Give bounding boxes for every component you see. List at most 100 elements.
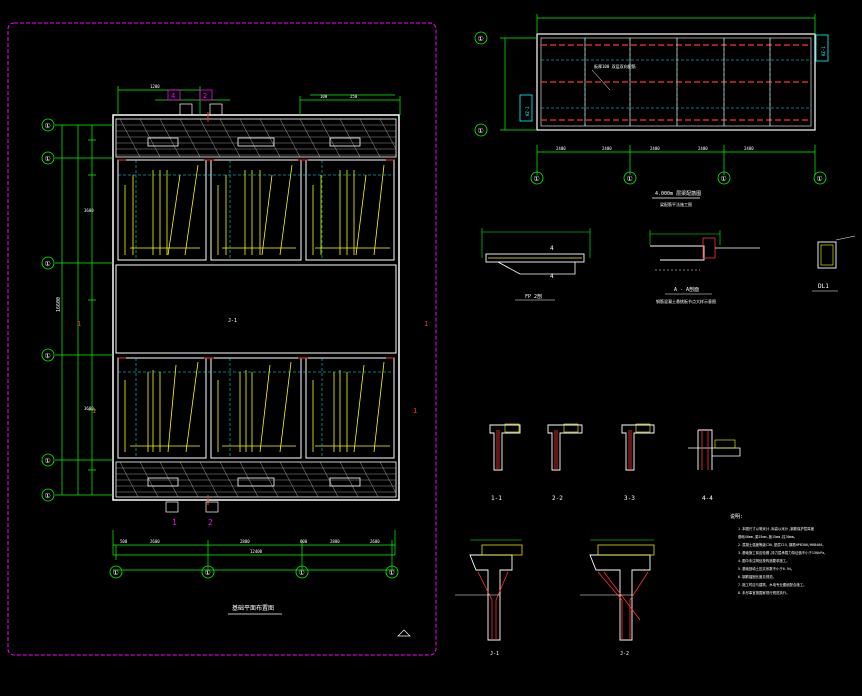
floor-plan-title: 4.000m 层梁配筋图 (655, 190, 701, 197)
detail-fp: 4 4 FP 2剖 (481, 228, 591, 301)
axis-label: ① (205, 569, 211, 577)
plan-title: 基础平面布置图 (232, 604, 274, 612)
section-outline (697, 429, 713, 470)
section-label: 3-3 (624, 495, 635, 502)
axis-label: ① (299, 569, 305, 577)
section-outline (688, 447, 741, 457)
bottom-piers (165, 501, 219, 513)
floor-callout: 板厚100 双层双向配筋 (594, 63, 636, 69)
foundation-outline (112, 114, 400, 501)
dl1-section (817, 241, 837, 269)
dl1-stirrup (820, 244, 834, 266)
floor-dim: 2400 (602, 146, 612, 151)
axis-bubble (41, 453, 55, 467)
side-tag-label: KZ-1 (821, 46, 826, 56)
fp-mark: 4 (550, 245, 554, 252)
sheet-frame (7, 22, 437, 656)
fp-dims (481, 228, 591, 258)
top-piers (179, 103, 223, 116)
main-plan: J-1 (41, 84, 428, 637)
fp-title: FP 2剖 (525, 293, 542, 300)
floor-axis-bubbles: ① ① ① ① ① ① (474, 31, 827, 185)
detail-rebar (477, 571, 509, 640)
axis-label: ① (45, 155, 51, 163)
central-slab (115, 264, 397, 354)
axis-label: ① (534, 175, 540, 183)
side-tag (519, 94, 533, 122)
axis-bubble (530, 171, 544, 185)
axis-bubble (109, 565, 123, 579)
bottom-hatched-beam (115, 461, 397, 498)
section-mark-label: 2 (203, 92, 207, 100)
lower-cells (117, 357, 395, 459)
general-notes: 说明: 1.本图尺寸以毫米计,标高以米计,钢筋保护层厚度 基础40mm,梁25m… (730, 513, 828, 595)
axis-label: ① (389, 569, 395, 577)
left-axis-lines (55, 124, 113, 496)
north-marker-icon (397, 629, 411, 637)
detail-tag: J-2 (620, 651, 629, 657)
section-mark (167, 89, 181, 101)
section-label: 4-4 (702, 495, 713, 502)
axis-label: ① (478, 35, 484, 43)
bottom-hatch-pattern (116, 461, 397, 498)
top-section-marks: 4 2 (167, 89, 213, 101)
bottom-total-dim: 12400 (250, 549, 263, 554)
dl1-leader (835, 235, 856, 241)
section-mark (199, 89, 213, 101)
note-line: 基础40mm,梁25mm,板15mm,柱30mm。 (738, 534, 797, 539)
detail-tag: J-1 (490, 651, 499, 657)
aa-dims (649, 230, 721, 245)
left-total-dim: 16600 (56, 297, 62, 312)
note-line: 3.基础施工前应验槽,持力层承载力特征值不小于150kPa。 (738, 550, 828, 555)
axis-label: ① (45, 260, 51, 268)
note-line: 5.基础回填土压实系数不小于0.94。 (738, 566, 794, 571)
section-4-4: 4-4 (688, 429, 741, 502)
top-dims (117, 86, 401, 115)
section-beam-rebar (563, 423, 579, 433)
floor-dim: 2400 (556, 146, 566, 151)
hidden-lines (118, 160, 394, 458)
section-outline (489, 424, 521, 471)
bottom-dim: 2800 (240, 539, 250, 544)
axis-label: ① (627, 175, 633, 183)
detail-cap (597, 544, 655, 556)
axis-bubble (41, 488, 55, 502)
axis-bubble (623, 171, 637, 185)
bottom-dim: 500 (120, 539, 128, 544)
left-dim: 3600 (84, 406, 94, 411)
section-rebar (554, 430, 558, 470)
left-axis-bubbles: ① ① ① ① ① ① (41, 118, 55, 502)
floor-dims (500, 14, 816, 175)
axis-bubble (474, 31, 488, 45)
axis-bubble (41, 151, 55, 165)
note-line: 4.图中未注明处按构造要求施工。 (738, 558, 790, 563)
axis-bubble (385, 565, 399, 579)
note-line: 7.施工时应与建筑、水电专业图纸配合施工。 (738, 582, 807, 587)
section-outline (547, 424, 583, 471)
side-mark: 1 (92, 407, 96, 415)
detail-cap (481, 544, 523, 556)
axis-bubble (41, 256, 55, 270)
detail-outline (589, 554, 651, 641)
axis-label: ① (45, 352, 51, 360)
axis-label: ① (45, 457, 51, 465)
section-mark-label: 1 (172, 518, 177, 527)
dl1-title: DL1 (818, 283, 829, 290)
red-axis-marks (118, 112, 394, 505)
floor-cells (584, 38, 771, 126)
section-rebar (496, 430, 500, 470)
hatch-strip-beams (147, 137, 361, 487)
side-tag (815, 34, 829, 62)
axis-label: ① (45, 122, 51, 130)
axis-bubble (717, 171, 731, 185)
center-label: J-1 (228, 318, 237, 324)
floor-dim: 2400 (650, 146, 660, 151)
aa-note: 钢筋混凝土悬挑板节点大样示意图 (656, 298, 716, 304)
section-beam-rebar (504, 423, 520, 433)
aa-section-outline (650, 245, 705, 261)
section-outline (621, 424, 655, 471)
upper-cells (117, 159, 395, 261)
section-3-3: 3-3 (621, 423, 655, 502)
